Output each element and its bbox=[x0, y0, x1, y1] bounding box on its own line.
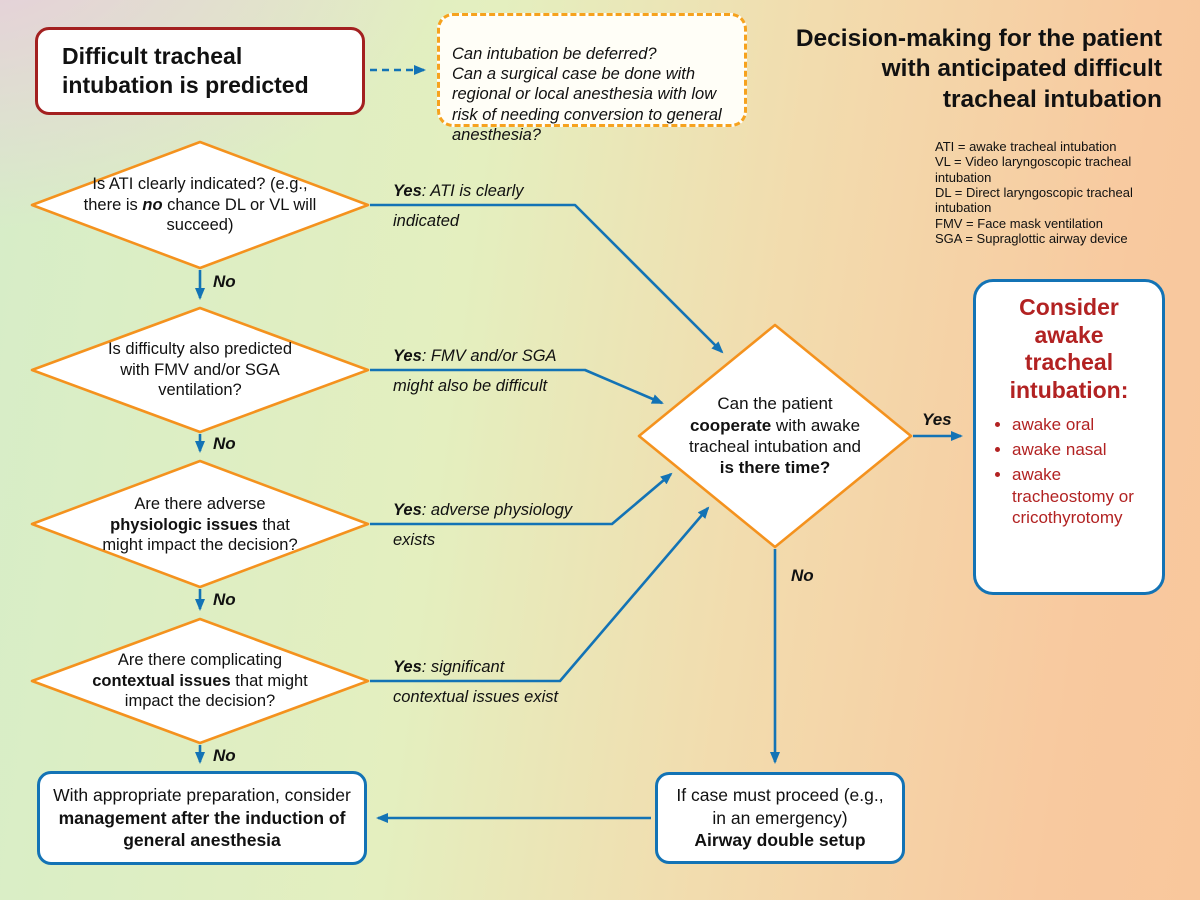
yes-label-contextual: Yes: significant contextual issues exist bbox=[393, 658, 559, 706]
start-box: Difficult tracheal intubation is predict… bbox=[35, 27, 365, 115]
start-box-text: Difficult tracheal intubation is predict… bbox=[62, 43, 309, 98]
diamond-ati-indicated bbox=[30, 140, 370, 270]
arrow-yes-physiology bbox=[370, 472, 673, 526]
diamond-contextual-text: Are there complicating contextual issues… bbox=[92, 650, 308, 711]
diamond-cooperate-text: Can the patient cooperate with awake tra… bbox=[688, 394, 862, 478]
yes-label-physiology: Yes: adverse physiology exists bbox=[393, 501, 573, 549]
option-awake-oral: awake oral bbox=[1012, 414, 1154, 436]
legend-line-dl: DL = Direct laryngoscopic tracheal intub… bbox=[935, 184, 1133, 216]
awake-intubation-box: Consider awake tracheal intubation: awak… bbox=[973, 279, 1165, 595]
no-label-1: No bbox=[213, 272, 236, 291]
emergency-box: If case must proceed (e.g., in an emerge… bbox=[655, 772, 905, 864]
option-awake-nasal: awake nasal bbox=[1012, 439, 1154, 461]
emergency-box-bold: Airway double setup bbox=[694, 830, 866, 851]
legend-line-ati: ATI = awake tracheal intubation bbox=[935, 139, 1117, 154]
option-awake-tracheostomy: awake tracheostomy or cricothyrotomy bbox=[1012, 464, 1154, 529]
diamond-cooperate bbox=[637, 323, 913, 549]
diamond-ati-text-no: no bbox=[142, 195, 163, 214]
arrow-yes-fmv bbox=[370, 368, 664, 405]
diamond-fmv-text: Is difficulty also predicted with FMV an… bbox=[107, 339, 293, 400]
diamond-ati-text-pre: Is ATI clearly indicated? (e.g., there i… bbox=[83, 174, 308, 214]
yes-label-fmv: Yes: FMV and/or SGA might also be diffic… bbox=[393, 347, 557, 395]
defer-note: Can intubation be deferred? Can a surgic… bbox=[437, 13, 747, 144]
diamond-ati-text-post: chance DL or VL will succeed) bbox=[162, 195, 317, 235]
no-label-2: No bbox=[213, 434, 236, 453]
diamond-ati-text: Is ATI clearly indicated? (e.g., there i… bbox=[72, 158, 328, 252]
awake-intubation-title: Consider awake tracheal intubation: bbox=[1009, 294, 1129, 403]
diamond-fmv-sga bbox=[30, 306, 370, 434]
induction-box: With appropriate preparation, consider m… bbox=[37, 771, 367, 865]
legend-line-fmv: FMV = Face mask ventilation bbox=[935, 215, 1103, 231]
no-label-4: No bbox=[213, 746, 236, 765]
yes-label-ati: Yes: ATI is clearly indicated bbox=[393, 182, 524, 230]
no-label-3: No bbox=[213, 590, 236, 609]
page-title: Decision-making for the patient with ant… bbox=[795, 25, 1162, 113]
diamond-contextual-issues bbox=[30, 617, 370, 745]
abbreviation-legend: ATI = awake tracheal intubation VL = Vid… bbox=[935, 139, 1167, 246]
defer-note-text: Can intubation be deferred? Can a surgic… bbox=[452, 45, 722, 144]
legend-line-vl: VL = Video laryngoscopic tracheal intuba… bbox=[935, 154, 1132, 185]
diamond-physiologic-text: Are there adverse physiologic issues tha… bbox=[102, 494, 298, 555]
yes-label-cooperate: Yes bbox=[922, 410, 952, 429]
emergency-box-text: If case must proceed (e.g., in an emerge… bbox=[676, 784, 884, 828]
arrow-yes-ati bbox=[370, 203, 724, 354]
arrow-yes-contextual bbox=[370, 506, 710, 683]
no-label-cooperate: No bbox=[791, 566, 814, 585]
legend-line-sga: SGA = Supraglottic airway device bbox=[935, 230, 1128, 246]
awake-intubation-options: awake oral awake nasal awake tracheostom… bbox=[984, 414, 1154, 529]
diamond-physiologic-issues bbox=[30, 459, 370, 589]
